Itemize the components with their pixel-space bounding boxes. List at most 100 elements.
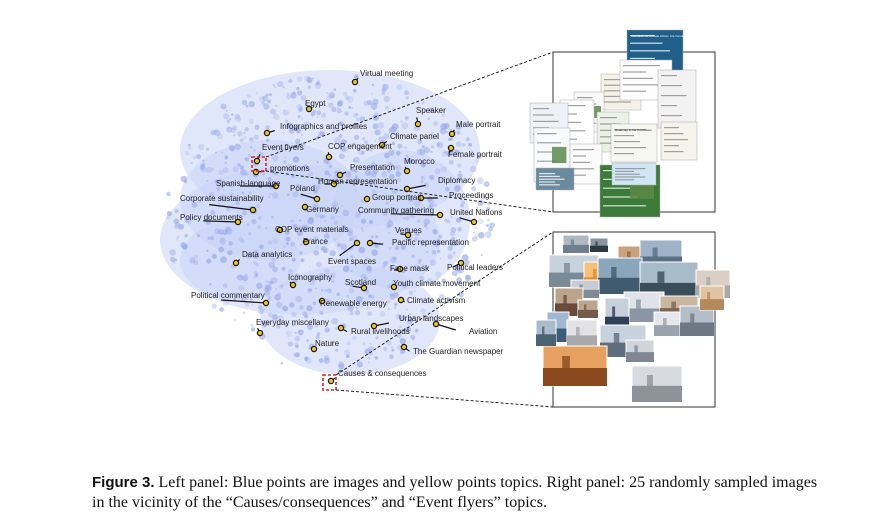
image-point bbox=[395, 164, 402, 172]
image-point bbox=[300, 243, 303, 246]
image-point bbox=[373, 108, 376, 110]
image-point bbox=[291, 258, 296, 262]
topic-marker bbox=[330, 180, 338, 188]
image-point bbox=[292, 191, 299, 198]
image-point bbox=[354, 189, 357, 192]
topic-infographics-and-profiles: Infographics and profiles bbox=[263, 122, 367, 137]
image-point bbox=[445, 130, 449, 134]
image-point bbox=[315, 213, 320, 218]
image-point bbox=[471, 186, 477, 192]
image-point bbox=[341, 204, 343, 207]
image-point bbox=[315, 184, 321, 190]
image-point bbox=[468, 142, 472, 147]
image-point bbox=[284, 230, 290, 236]
image-point bbox=[381, 87, 387, 93]
image-point bbox=[339, 121, 344, 127]
image-point bbox=[371, 249, 379, 256]
image-point bbox=[271, 313, 279, 321]
image-point bbox=[333, 88, 337, 92]
image-point bbox=[296, 183, 300, 188]
image-point bbox=[405, 96, 410, 100]
topic-policy-documents: Policy documents bbox=[180, 213, 243, 226]
image-point bbox=[246, 252, 253, 259]
image-point bbox=[396, 134, 399, 137]
image-point bbox=[387, 284, 392, 289]
topic-label: Corporate sustainability bbox=[180, 194, 264, 203]
image-point bbox=[306, 77, 313, 84]
image-point bbox=[467, 260, 470, 264]
image-point bbox=[368, 219, 374, 225]
image-point bbox=[291, 312, 297, 318]
highlight-box-causes-consequences bbox=[322, 374, 337, 391]
image-point bbox=[311, 316, 315, 321]
image-point bbox=[346, 294, 350, 298]
highlight-box-event-flyers bbox=[251, 156, 267, 172]
topic-label: Iconography bbox=[288, 273, 332, 282]
image-point bbox=[454, 149, 460, 155]
image-point bbox=[348, 287, 355, 294]
image-point bbox=[170, 256, 176, 262]
image-point bbox=[355, 117, 360, 121]
image-point bbox=[273, 85, 277, 89]
topic-marker bbox=[305, 105, 313, 113]
image-point bbox=[481, 195, 486, 200]
image-point bbox=[228, 144, 235, 151]
image-point bbox=[244, 127, 249, 132]
image-point bbox=[350, 255, 354, 259]
topic-label: Egypt bbox=[305, 99, 326, 108]
image-point bbox=[382, 261, 388, 267]
topic-morocco: Morocco bbox=[403, 157, 435, 175]
connector-bottom-upper bbox=[335, 231, 554, 376]
topic-label: Infographics and profiles bbox=[280, 122, 367, 131]
topic-nature: Nature bbox=[310, 339, 340, 353]
topic-human-representation: Human representation bbox=[318, 177, 397, 188]
topic-label: Urban landscapes bbox=[399, 314, 463, 323]
image-point bbox=[391, 346, 393, 349]
image-point bbox=[206, 179, 209, 182]
image-point bbox=[312, 77, 315, 80]
image-point bbox=[372, 123, 379, 130]
image-point bbox=[474, 226, 477, 229]
topic-label: Causes & consequences bbox=[338, 369, 427, 378]
cloud-blob bbox=[260, 265, 440, 375]
topic-leader bbox=[203, 220, 239, 223]
image-point bbox=[401, 122, 409, 130]
image-point bbox=[472, 196, 475, 199]
image-point-cloud bbox=[160, 70, 495, 375]
image-point bbox=[469, 150, 473, 154]
topic-diplomacy: Diplomacy bbox=[403, 176, 475, 193]
image-point bbox=[379, 311, 386, 317]
image-point bbox=[450, 137, 454, 141]
image-point bbox=[397, 228, 401, 231]
image-point bbox=[336, 108, 342, 114]
image-point bbox=[414, 231, 420, 237]
image-point bbox=[366, 265, 372, 272]
image-point bbox=[447, 253, 453, 260]
topic-marker bbox=[396, 265, 404, 273]
image-point bbox=[396, 177, 401, 183]
image-point bbox=[299, 251, 303, 255]
topic-cop-event-materials: COP event materials bbox=[275, 225, 349, 234]
topic-label: Male portrait bbox=[456, 120, 501, 129]
image-point bbox=[355, 307, 359, 310]
topic-label: Poland bbox=[290, 184, 315, 193]
topic-venues: Venues bbox=[395, 226, 422, 239]
topic-marker bbox=[256, 329, 264, 337]
image-point bbox=[285, 242, 289, 245]
image-point bbox=[332, 340, 335, 343]
image-point bbox=[287, 193, 290, 196]
figure-caption: Figure 3. Left panel: Blue points are im… bbox=[92, 473, 822, 513]
image-point bbox=[292, 91, 296, 95]
image-point bbox=[228, 181, 235, 188]
topic-label: Political commentary bbox=[191, 291, 265, 300]
topic-female-portrait: Female portrait bbox=[447, 144, 503, 159]
image-point bbox=[427, 277, 433, 284]
image-point bbox=[318, 135, 320, 137]
image-point bbox=[193, 260, 199, 265]
topic-label: Climate activism bbox=[407, 296, 466, 305]
topic-marker bbox=[457, 259, 465, 267]
image-point bbox=[419, 275, 425, 282]
image-point bbox=[384, 152, 390, 159]
topic-causes-consequences: Causes & consequences bbox=[327, 369, 427, 385]
image-point bbox=[360, 227, 364, 230]
